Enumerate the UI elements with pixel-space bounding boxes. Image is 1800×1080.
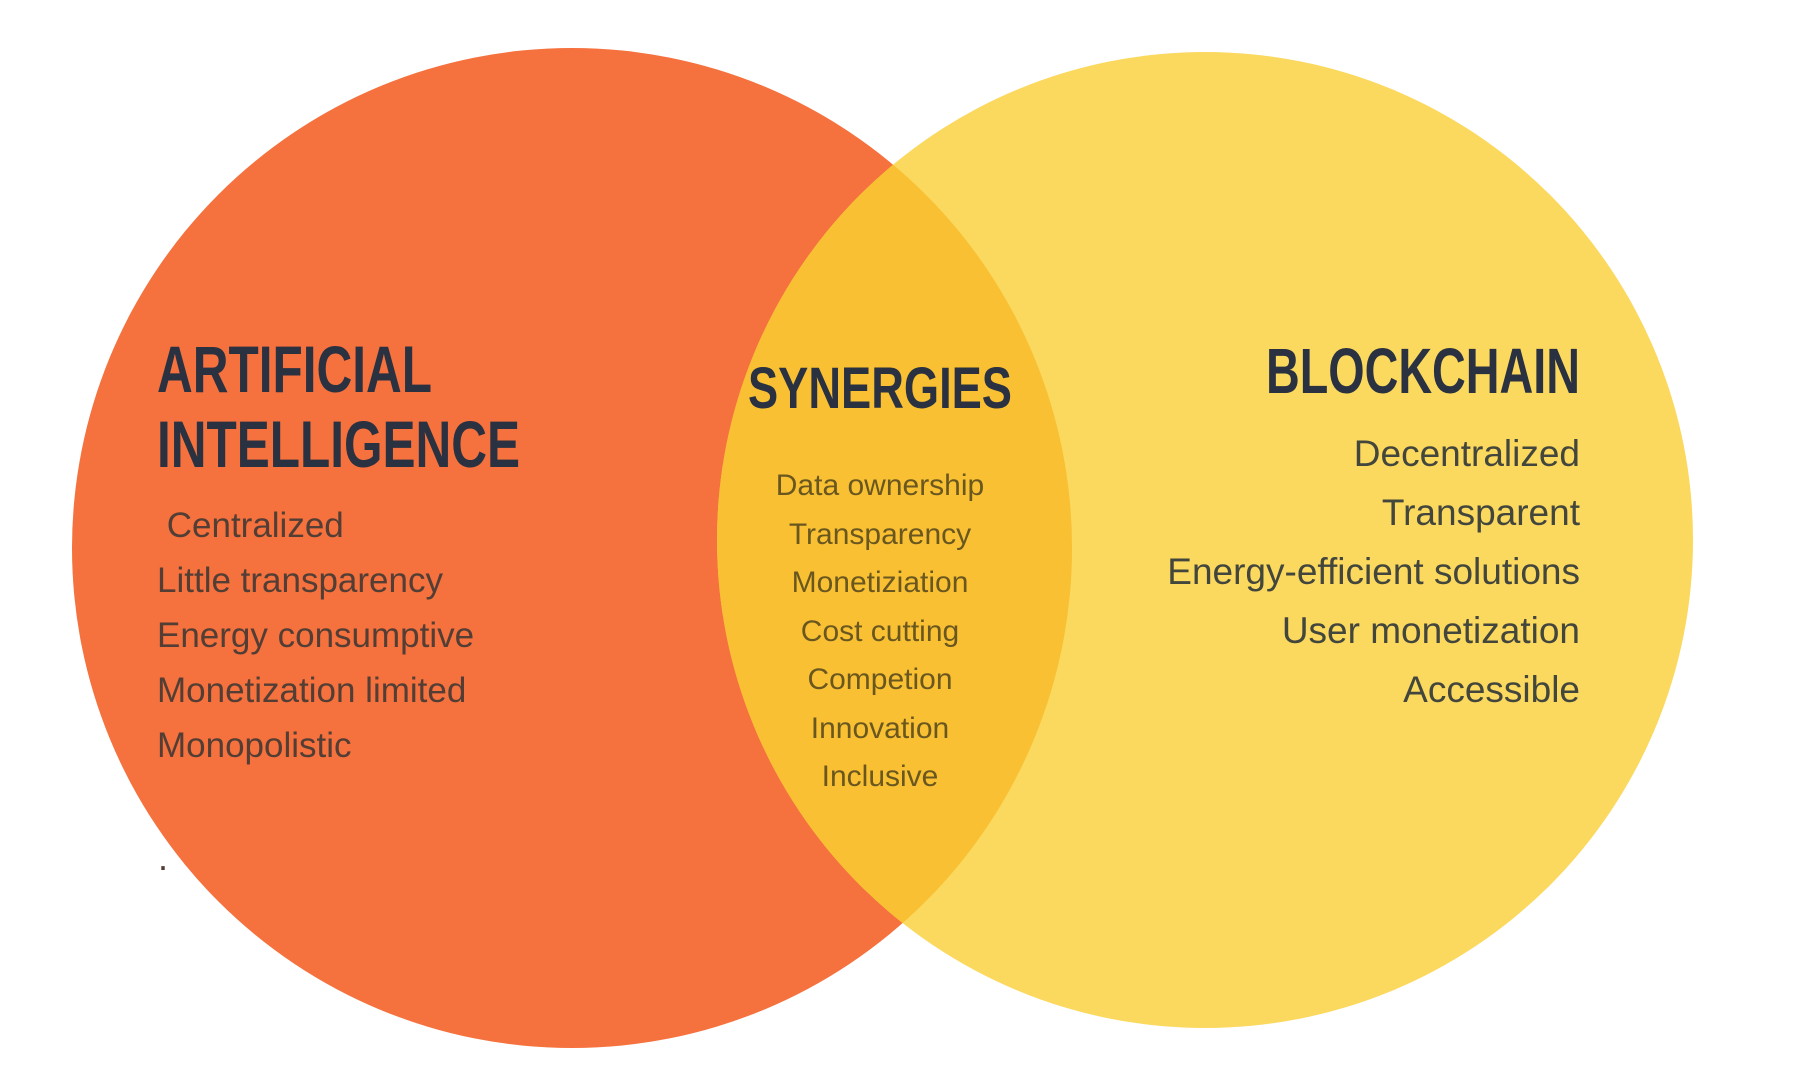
- list-item: Accessible: [1403, 669, 1580, 710]
- list-item: Centralized: [157, 506, 344, 545]
- list-item: Energy-efficient solutions: [1167, 551, 1580, 592]
- list-item: Inclusive: [821, 760, 939, 793]
- list-item: Energy consumptive: [157, 616, 475, 655]
- list-item: Innovation: [810, 711, 950, 745]
- synergies-title: SYNERGIES: [748, 356, 1012, 421]
- list-item: Competion: [807, 663, 953, 696]
- blockchain-title: BLOCKCHAIN: [1265, 335, 1580, 407]
- list-item: Transparent: [1381, 492, 1580, 533]
- overlap-region: [717, 52, 1072, 1028]
- ai-title: ARTIFICIAL INTELLIGENCE: [157, 332, 521, 481]
- stray-period-mark: .: [158, 837, 169, 878]
- list-item: Monetiziation: [791, 566, 969, 599]
- list-item: Data ownership: [775, 469, 985, 502]
- list-item: Little transparency: [157, 561, 443, 600]
- list-item: Monetization limited: [157, 671, 467, 710]
- list-item: Decentralized: [1353, 433, 1580, 474]
- list-item: Monopolistic: [157, 726, 352, 765]
- list-item: User monetization: [1281, 610, 1580, 651]
- list-item: Cost cutting: [800, 614, 960, 648]
- list-item: Transparency: [788, 517, 972, 551]
